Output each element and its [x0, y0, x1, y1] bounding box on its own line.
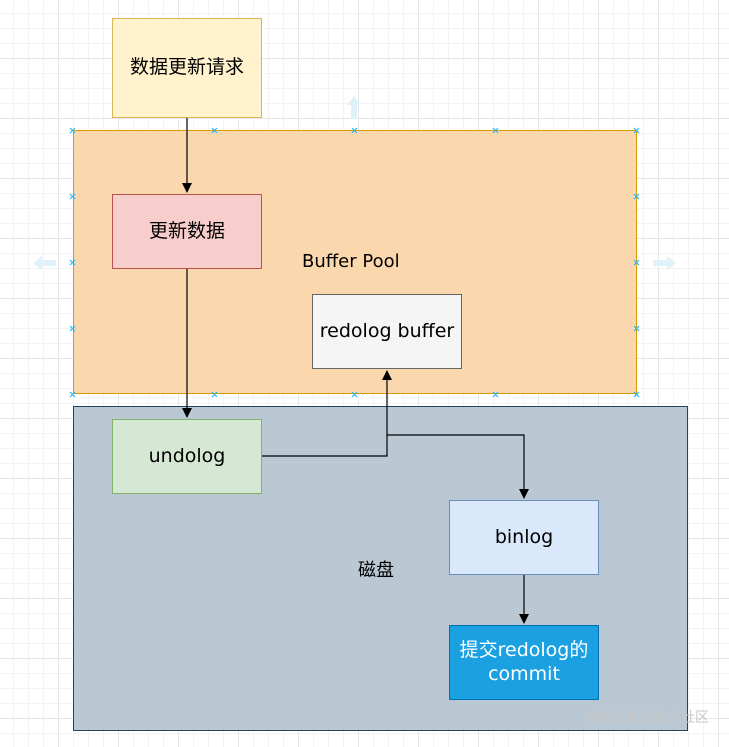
binlog-label: binlog [494, 525, 554, 548]
commit-redolog-label: 提交redolog的commit [459, 638, 589, 685]
watermark: @稀土掘金技术社区 [583, 710, 709, 726]
data-update-request-node[interactable]: 数据更新请求 [112, 18, 262, 118]
disk-label: 磁盘 [358, 560, 394, 581]
update-data-node[interactable]: 更新数据 [112, 194, 262, 269]
hover-arrow-right-icon [653, 256, 676, 270]
undolog-node[interactable]: undolog [112, 419, 262, 494]
commit-redolog-node[interactable]: 提交redolog的commit [449, 625, 599, 700]
hover-arrow-up-icon [347, 96, 361, 119]
undolog-label: undolog [148, 444, 226, 467]
redolog-buffer-node[interactable]: redolog buffer [312, 294, 462, 369]
data-update-request-label: 数据更新请求 [129, 56, 244, 79]
binlog-node[interactable]: binlog [449, 500, 599, 575]
hover-arrow-left-icon [33, 256, 56, 270]
update-data-label: 更新数据 [148, 219, 225, 242]
redolog-buffer-label: redolog buffer [319, 319, 455, 342]
buffer-pool-label: Buffer Pool [302, 251, 400, 272]
